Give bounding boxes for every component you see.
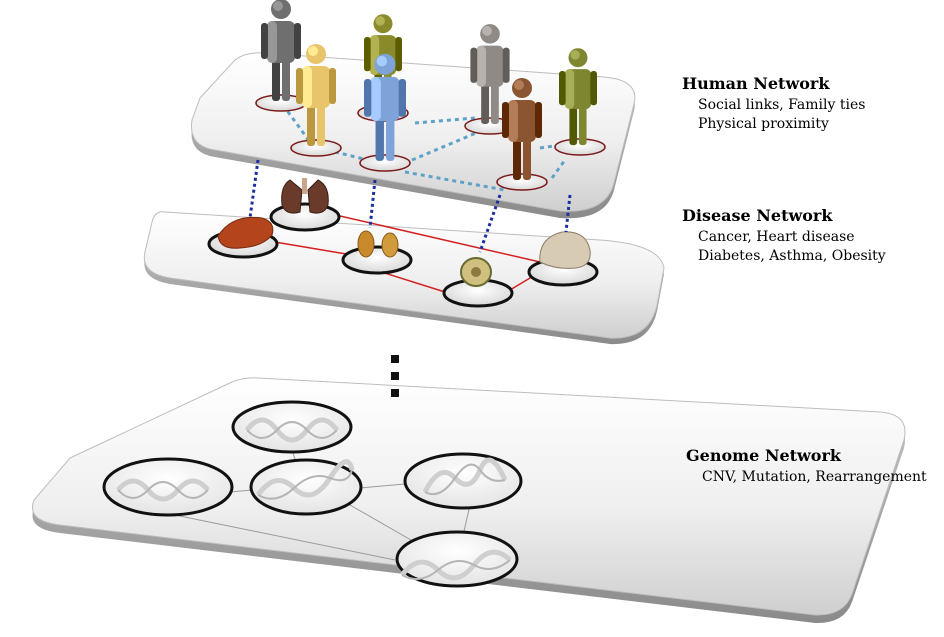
liver-icon xyxy=(217,216,274,249)
genome-node-bottom xyxy=(395,530,519,588)
layer-ellipsis xyxy=(391,355,399,397)
disease-node-lungs xyxy=(269,178,341,232)
inter-layer-links xyxy=(248,159,572,253)
disease-network-desc-2: Diabetes, Asthma, Obesity xyxy=(698,248,886,264)
human-network-desc-2: Physical proximity xyxy=(698,116,829,132)
human-network-title: Human Network xyxy=(682,74,830,93)
disease-node-stomach xyxy=(527,231,599,287)
lungs-icon xyxy=(281,179,329,214)
disease-node-bone xyxy=(442,257,514,308)
genome-network-desc-1: CNV, Mutation, Rearrangement xyxy=(702,469,927,485)
human-network-label: Human Network Social links, Family ties … xyxy=(682,74,865,135)
genome-network-plate xyxy=(32,377,906,624)
people-figures xyxy=(261,0,597,180)
genome-network-label: Genome Network CNV, Mutation, Rearrangem… xyxy=(686,446,927,488)
genome-node-left xyxy=(102,457,234,517)
person-gray-back-left-icon xyxy=(261,0,301,101)
human-links xyxy=(281,104,567,192)
disease-network-title: Disease Network xyxy=(682,206,833,225)
human-network-desc-1: Social links, Family ties xyxy=(698,97,866,113)
person-blue-icon xyxy=(364,53,406,161)
genome-node-center xyxy=(249,458,363,516)
disease-network-plate xyxy=(143,178,665,345)
stomach-icon xyxy=(539,231,591,269)
genome-node-top xyxy=(231,400,353,454)
disease-node-pancreas xyxy=(341,230,413,275)
person-brown-icon xyxy=(502,78,542,180)
pancreas-icon xyxy=(357,230,375,258)
genome-network-title: Genome Network xyxy=(686,446,841,465)
person-olive-right-icon xyxy=(559,48,597,146)
disease-network-label: Disease Network Cancer, Heart disease Di… xyxy=(682,206,886,267)
disease-node-liver xyxy=(207,216,279,259)
person-yellow-icon xyxy=(296,44,336,146)
disease-network-desc-1: Cancer, Heart disease xyxy=(698,229,855,245)
genome-node-right xyxy=(403,452,523,510)
person-gray-back-right-icon xyxy=(470,24,510,125)
